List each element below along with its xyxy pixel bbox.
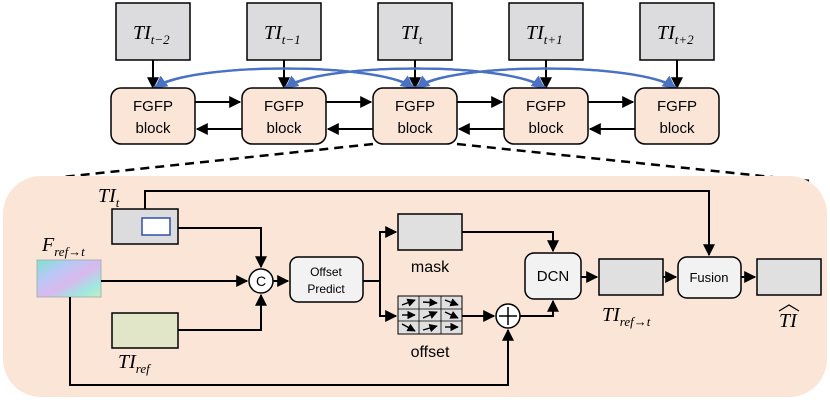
svg-text:TIt: TIt <box>401 22 423 47</box>
svg-text:Fusion: Fusion <box>689 270 728 285</box>
svg-text:Offset: Offset <box>310 265 342 279</box>
mask-block: mask <box>397 213 463 276</box>
fgfp-block-2: FGFP block <box>241 87 327 145</box>
svg-text:FGFP: FGFP <box>395 98 435 115</box>
f-ref-input: Fref→t <box>36 234 102 298</box>
ti-t-inner-region <box>141 217 171 236</box>
svg-text:TIt: TIt <box>98 185 120 210</box>
output-ti-hat: TI <box>756 258 822 332</box>
hat-accent <box>778 304 800 312</box>
input-frame-t: TIt <box>377 2 453 61</box>
svg-text:TI: TI <box>779 310 798 332</box>
input-frame-t+1: TIt+1 <box>508 2 584 61</box>
zoom-dashed-lines <box>24 142 811 183</box>
fgfp-block-4: FGFP block <box>503 87 589 145</box>
svg-text:offset: offset <box>411 344 450 361</box>
fgfp-block-3: FGFP block <box>372 87 458 145</box>
svg-text:mask: mask <box>411 259 450 276</box>
dcn-block: DCN <box>524 252 582 300</box>
fgfp-block-1: FGFP block <box>110 87 196 145</box>
svg-text:TIt+2: TIt+2 <box>657 22 694 47</box>
svg-text:FGFP: FGFP <box>264 98 304 115</box>
offset-predict-block: Offset Predict <box>289 256 364 303</box>
block-propagation-arrows <box>195 96 635 135</box>
svg-text:C: C <box>256 273 266 289</box>
svg-text:Predict: Predict <box>307 282 345 296</box>
fgfp-blocks: FGFP block FGFP block FGFP block FGFP bl… <box>110 87 720 145</box>
svg-text:FGFP: FGFP <box>526 98 566 115</box>
svg-text:block: block <box>528 120 564 137</box>
svg-text:Fref→t: Fref→t <box>41 234 85 259</box>
svg-text:TIref→t: TIref→t <box>602 304 651 329</box>
ti-ref-to-t: TIref→t <box>598 258 664 329</box>
input-frame-t-1: TIt−1 <box>246 2 322 61</box>
input-to-block-arrows <box>147 60 683 90</box>
svg-text:FGFP: FGFP <box>657 98 697 115</box>
svg-text:block: block <box>266 120 302 137</box>
offset-grid: offset <box>397 295 463 361</box>
fgfp-block-5: FGFP block <box>634 87 720 145</box>
ti-ref-input: TIref <box>111 312 179 376</box>
svg-text:TIt+1: TIt+1 <box>526 22 563 47</box>
detail-panel <box>3 176 827 397</box>
svg-text:FGFP: FGFP <box>133 98 173 115</box>
svg-text:DCN: DCN <box>537 268 570 285</box>
fusion-block: Fusion <box>677 256 742 299</box>
concat-node: C <box>248 268 274 294</box>
add-node <box>495 303 521 329</box>
svg-text:block: block <box>397 120 433 137</box>
detail-connections <box>69 190 757 386</box>
top-inputs: TIt−2 TIt−1 TIt TIt+1 TIt+2 <box>115 2 715 61</box>
svg-text:TIt−2: TIt−2 <box>133 22 170 47</box>
svg-text:block: block <box>135 120 171 137</box>
input-frame-t-2: TIt−2 <box>115 2 191 61</box>
input-frame-t+2: TIt+2 <box>639 2 715 61</box>
blue-skip-arrows <box>152 67 678 89</box>
svg-text:TIt−1: TIt−1 <box>264 22 301 47</box>
ti-t-input: TIt <box>98 185 179 245</box>
svg-text:block: block <box>659 120 695 137</box>
svg-text:TIref: TIref <box>118 351 152 376</box>
